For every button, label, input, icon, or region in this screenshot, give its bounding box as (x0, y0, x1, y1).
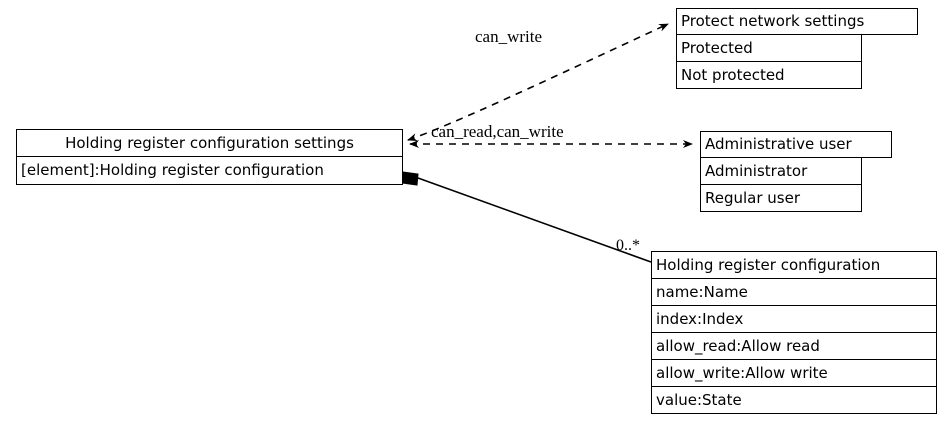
node-attribute-row: name:Name (651, 278, 937, 306)
node-literal-row: Regular user (700, 184, 862, 212)
edge-label-multiplicity: 0..* (616, 237, 640, 254)
node-literal-row: Protected (676, 34, 862, 62)
node-attribute-row: allow_write:Allow write (651, 359, 937, 387)
node-title: Administrative user (700, 131, 892, 158)
edge-label-can-write: can_write (475, 27, 543, 46)
edge-composition (401, 171, 652, 263)
edge-label-can-read-can-write: can_read,can_write (431, 122, 564, 141)
node-attribute-row: index:Index (651, 305, 937, 333)
node-title: Holding register configuration (651, 251, 937, 279)
composition-diamond (401, 171, 419, 186)
node-title: Protect network settings (676, 8, 918, 35)
node-literal-row: Not protected (676, 61, 862, 89)
node-attribute-row: value:State (651, 386, 937, 414)
node-attribute-row: allow_read:Allow read (651, 332, 937, 360)
node-attribute-row: [element]:Holding register configuration (16, 156, 403, 185)
node-literal-row: Administrator (700, 157, 862, 185)
node-title: Holding register configuration settings (16, 129, 403, 157)
